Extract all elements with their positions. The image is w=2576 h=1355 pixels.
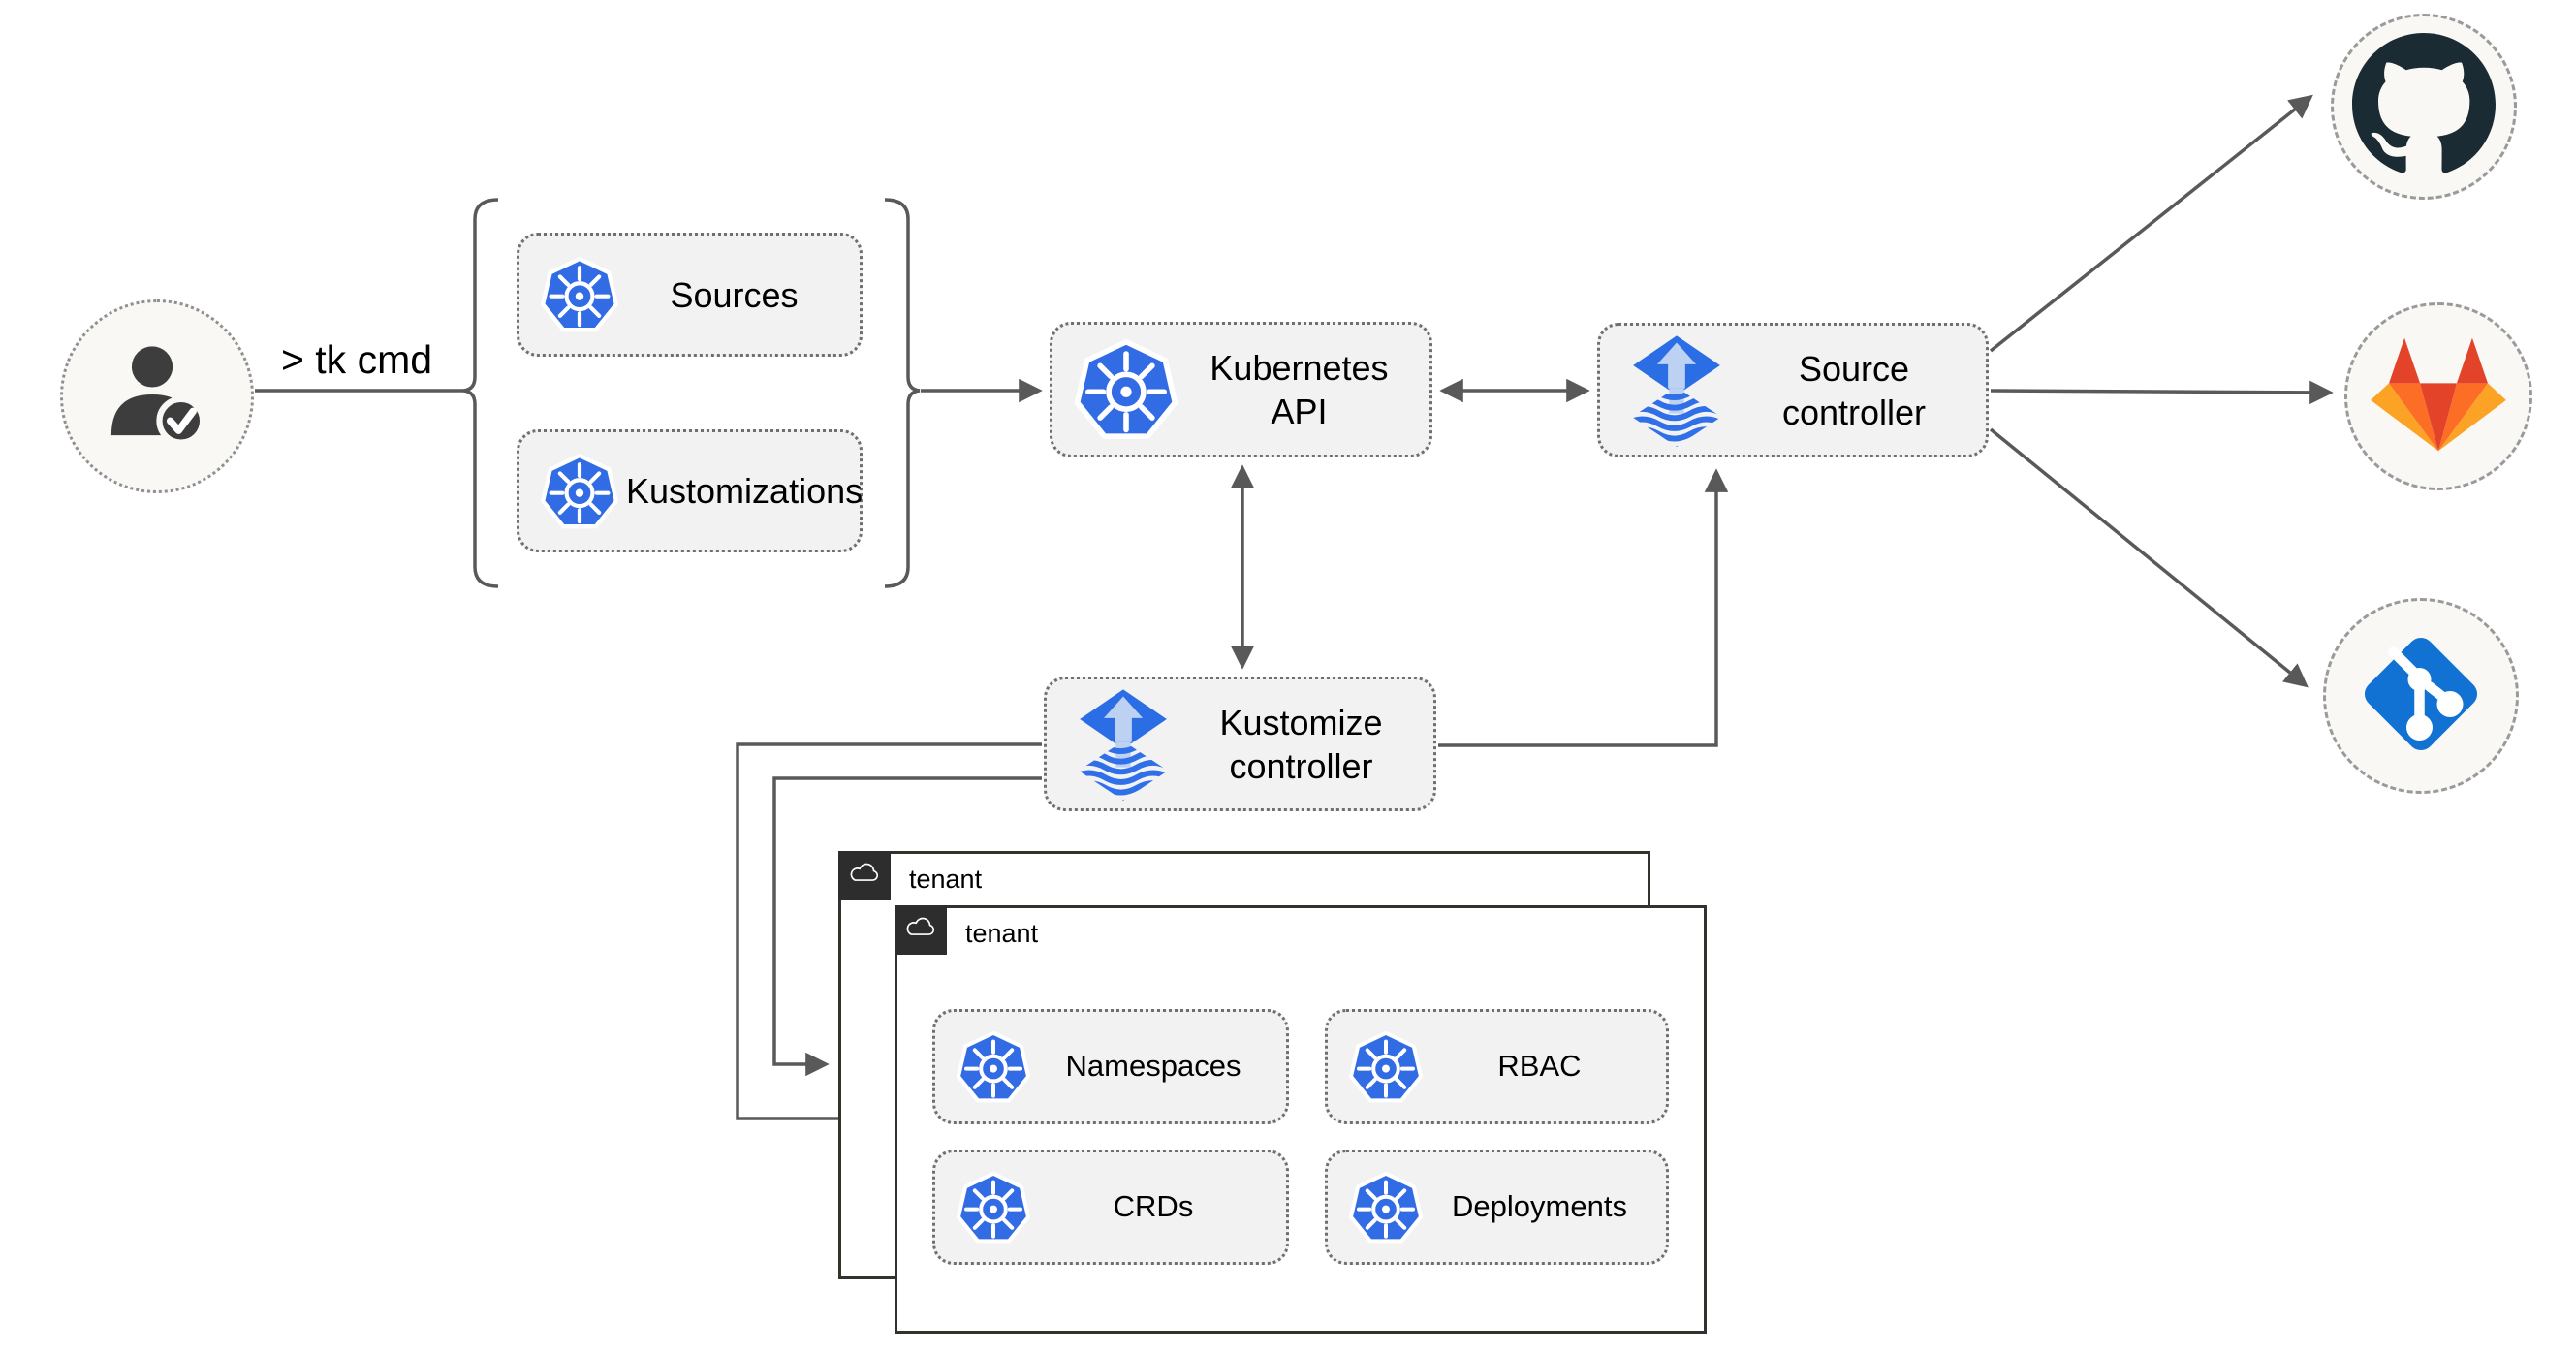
kubernetes-icon <box>539 451 620 532</box>
crds-box: CRDs <box>932 1150 1289 1265</box>
crds-label: CRDs <box>1113 1189 1194 1224</box>
flux-icon <box>1066 687 1180 802</box>
namespaces-box: Namespaces <box>932 1009 1289 1124</box>
sources-label: Sources <box>670 274 799 315</box>
kubernetes-icon <box>955 1169 1032 1246</box>
source-controller-box: Source controller <box>1597 323 1989 457</box>
group-bracket-left <box>462 198 499 588</box>
kustomizations-label: Kustomizations <box>626 471 864 511</box>
flux-icon <box>1619 333 1734 448</box>
actor-node <box>60 299 254 493</box>
kustomizations-box: Kustomizations <box>517 429 863 552</box>
group-bracket-right <box>884 198 921 588</box>
deployments-box: Deployments <box>1325 1150 1669 1265</box>
git-icon <box>2348 621 2494 772</box>
tenant-back-label: tenant <box>909 865 983 894</box>
kubernetes-icon <box>539 254 620 335</box>
rbac-label: RBAC <box>1497 1049 1582 1084</box>
cli-command-label: > tk cmd <box>280 337 433 382</box>
rbac-box: RBAC <box>1325 1009 1669 1124</box>
github-repo-node <box>2331 14 2517 200</box>
github-icon <box>2352 32 2496 181</box>
edge-kustomize-to-tenant-back <box>772 776 1042 1077</box>
deployments-label: Deployments <box>1452 1189 1627 1224</box>
edge-kustomize-to-source <box>1438 468 1729 747</box>
edge-source-to-git <box>1989 427 2309 688</box>
cloud-icon <box>903 915 938 945</box>
tenant-front-label: tenant <box>965 919 1039 948</box>
kustomize-controller-label: Kustomize controller <box>1219 702 1383 786</box>
sources-box: Sources <box>517 233 863 357</box>
kubernetes-icon <box>1072 335 1180 444</box>
user-check-icon <box>97 334 217 459</box>
edge-source-to-gitlab <box>1990 380 2334 405</box>
namespaces-label: Namespaces <box>1065 1049 1241 1084</box>
git-repo-node <box>2323 598 2519 794</box>
kubernetes-icon <box>1347 1169 1425 1246</box>
kubernetes-icon <box>1347 1028 1425 1106</box>
kubernetes-icon <box>955 1028 1032 1106</box>
tenant-tab <box>838 851 891 900</box>
kubernetes-api-box: Kubernetes API <box>1050 322 1432 457</box>
kubernetes-api-label: Kubernetes API <box>1209 348 1389 431</box>
kustomize-controller-box: Kustomize controller <box>1044 677 1436 811</box>
edge-source-to-github <box>1989 94 2313 353</box>
gitlab-repo-node <box>2344 302 2532 490</box>
edge-kustomize-to-tenant-front <box>736 742 1042 1131</box>
source-controller-label: Source controller <box>1781 348 1927 432</box>
tenant-tab <box>895 905 947 955</box>
cloud-icon <box>847 861 882 891</box>
gitlab-icon <box>2368 330 2509 464</box>
